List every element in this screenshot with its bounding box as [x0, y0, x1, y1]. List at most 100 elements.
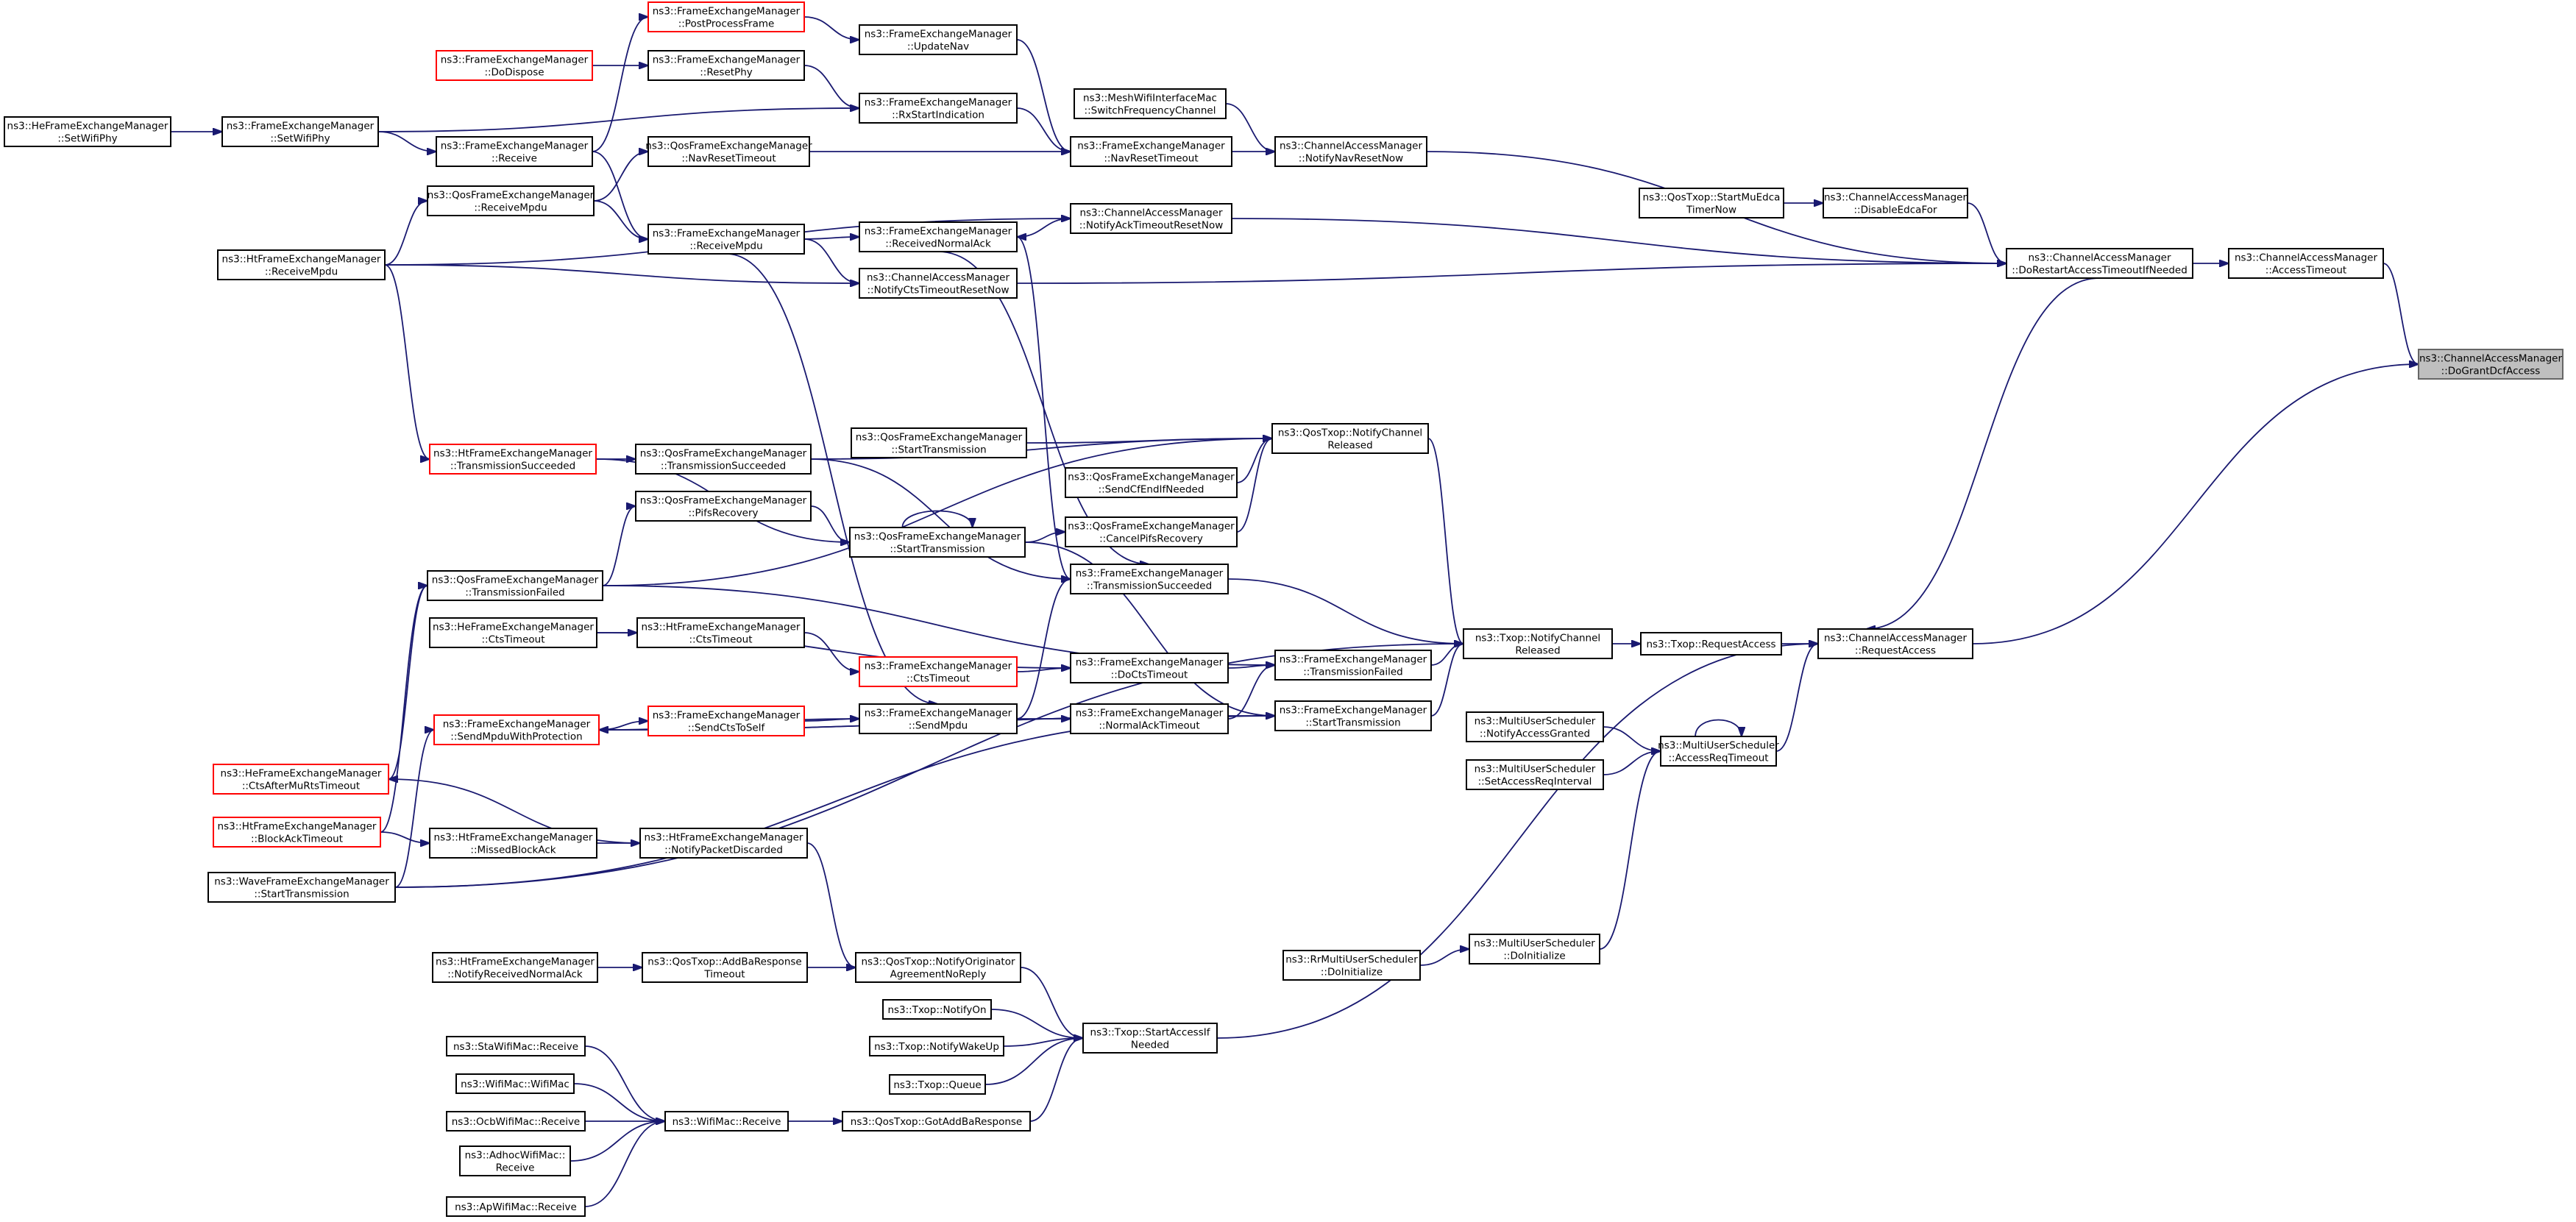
- function-node[interactable]: ns3::FrameExchangeManager::SendMpduWithP…: [433, 714, 600, 745]
- function-node[interactable]: ns3::FrameExchangeManager::UpdateNav: [859, 24, 1018, 55]
- function-node-label: ::NotifyAckTimeoutResetNow: [1079, 220, 1224, 232]
- function-node-label: ::SetWifiPhy: [270, 133, 330, 145]
- call-edge-line: [803, 238, 859, 283]
- function-node[interactable]: ns3::Txop::RequestAccess: [1640, 632, 1782, 656]
- function-node[interactable]: ns3::QosFrameExchangeManager::ReceiveMpd…: [427, 185, 595, 216]
- function-node-label: ns3::WifiMac::Receive: [673, 1116, 781, 1128]
- function-node[interactable]: ns3::HtFrameExchangeManager::Transmissio…: [429, 444, 597, 475]
- call-edge: [803, 632, 859, 672]
- function-node[interactable]: ns3::HtFrameExchangeManager::NotifyRecei…: [432, 952, 598, 983]
- function-node[interactable]: ns3::QosFrameExchangeManager::PifsRecove…: [635, 491, 812, 522]
- function-node-label: ns3::FrameExchangeManager: [1280, 705, 1427, 717]
- function-node[interactable]: ns3::ChannelAccessManager::NotifyCtsTime…: [859, 268, 1018, 299]
- function-node-label: ::CtsTimeout: [689, 634, 753, 646]
- function-node[interactable]: ns3::MeshWifiInterfaceMac::SwitchFrequen…: [1074, 88, 1227, 119]
- function-node[interactable]: ns3::FrameExchangeManager::DoCtsTimeout: [1070, 653, 1229, 683]
- call-edge: [377, 131, 436, 152]
- function-node[interactable]: ns3::Txop::NotifyOn: [882, 999, 992, 1020]
- function-node[interactable]: ns3::HeFrameExchangeManager::CtsAfterMuR…: [213, 764, 389, 795]
- function-node[interactable]: ns3::FrameExchangeManager::ResetPhy: [647, 50, 805, 81]
- function-node[interactable]: ns3::Txop::NotifyWakeUp: [869, 1036, 1004, 1056]
- function-node[interactable]: ns3::FrameExchangeManager::PostProcessFr…: [647, 1, 805, 32]
- function-node[interactable]: ns3::ChannelAccessManager::DoRestartAcce…: [2006, 248, 2193, 279]
- function-node[interactable]: ns3::QosFrameExchangeManager::NavResetTi…: [645, 136, 812, 167]
- function-node[interactable]: ns3::QosTxop::GotAddBaResponse: [842, 1111, 1031, 1132]
- function-node[interactable]: ns3::ChannelAccessManager::RequestAccess: [1817, 628, 1973, 659]
- function-node[interactable]: ns3::ChannelAccessManager::DoGrantDcfAcc…: [2418, 349, 2563, 380]
- function-node[interactable]: ns3::MultiUserScheduler::NotifyAccessGra…: [1466, 711, 1604, 742]
- function-node-label: ns3::MultiUserScheduler: [1474, 938, 1595, 950]
- call-edge-line: [584, 1045, 665, 1121]
- function-node[interactable]: ns3::ChannelAccessManager::DisableEdcaFo…: [1823, 188, 1968, 219]
- function-node[interactable]: ns3::ChannelAccessManager::NotifyAckTime…: [1070, 203, 1232, 234]
- function-node[interactable]: ns3::FrameExchangeManager::SendCtsToSelf: [647, 706, 805, 736]
- function-node[interactable]: ns3::QosFrameExchangeManager::StartTrans…: [851, 427, 1027, 458]
- function-node[interactable]: ns3::FrameExchangeManager::RxStartIndica…: [859, 93, 1018, 124]
- function-node[interactable]: ns3::ChannelAccessManager::NotifyNavRese…: [1274, 136, 1427, 167]
- function-node[interactable]: ns3::HtFrameExchangeManager::BlockAckTim…: [213, 817, 381, 848]
- function-node[interactable]: ns3::QosFrameExchangeManager::StartTrans…: [849, 527, 1026, 558]
- function-node[interactable]: ns3::QosFrameExchangeManager::Transmissi…: [427, 570, 603, 601]
- function-node-label: ns3::FrameExchangeManager: [865, 708, 1012, 720]
- function-node[interactable]: ns3::QosTxop::NotifyOriginatorAgreementN…: [855, 952, 1021, 983]
- function-node[interactable]: ns3::FrameExchangeManager::SetWifiPhy: [221, 116, 379, 147]
- function-node[interactable]: ns3::ApWifiMac::Receive: [446, 1196, 586, 1217]
- function-node[interactable]: ns3::MultiUserScheduler::DoInitialize: [1469, 934, 1600, 965]
- function-node-label: Needed: [1131, 1040, 1169, 1051]
- function-node[interactable]: ns3::StaWifiMac::Receive: [446, 1036, 586, 1056]
- function-node[interactable]: ns3::FrameExchangeManager::NavResetTimeo…: [1070, 136, 1232, 167]
- function-node-box: [1070, 203, 1232, 234]
- function-node[interactable]: ns3::FrameExchangeManager::Receive: [436, 136, 593, 167]
- function-node[interactable]: ns3::FrameExchangeManager::TransmissionS…: [1070, 564, 1229, 594]
- call-edge: [1227, 578, 1463, 644]
- function-node-label: ns3::FrameExchangeManager: [865, 661, 1012, 672]
- function-node[interactable]: ns3::FrameExchangeManager::NormalAckTime…: [1070, 703, 1229, 734]
- function-node[interactable]: ns3::FrameExchangeManager::ReceiveMpdu: [647, 224, 805, 255]
- call-edge: [593, 200, 648, 239]
- function-node[interactable]: ns3::MultiUserScheduler::SetAccessReqInt…: [1466, 759, 1604, 790]
- function-node[interactable]: ns3::FrameExchangeManager::CtsTimeout: [859, 656, 1018, 687]
- function-node[interactable]: ns3::QosFrameExchangeManager::SendCfEndI…: [1065, 467, 1238, 498]
- function-node[interactable]: ns3::HtFrameExchangeManager::MissedBlock…: [429, 828, 597, 859]
- call-edge: [1016, 39, 1071, 152]
- call-edge-line: [380, 831, 430, 843]
- function-node-box: [221, 116, 379, 147]
- function-node[interactable]: ns3::FrameExchangeManager::StartTransmis…: [1274, 700, 1432, 731]
- call-edge: [1016, 219, 1071, 238]
- function-node[interactable]: ns3::HtFrameExchangeManager::CtsTimeout: [636, 617, 805, 648]
- function-node[interactable]: ns3::MultiUserScheduler::AccessReqTimeou…: [1658, 736, 1779, 767]
- function-node-label: ::DoDispose: [484, 67, 544, 79]
- function-node-label: ::DoInitialize: [1503, 951, 1565, 962]
- function-node[interactable]: ns3::HtFrameExchangeManager::NotifyPacke…: [639, 828, 808, 859]
- function-node[interactable]: ns3::AdhocWifiMac::Receive: [459, 1145, 571, 1176]
- function-node[interactable]: ns3::FrameExchangeManager::SendMpdu: [859, 703, 1018, 734]
- function-node-label: ::StartTransmission: [1305, 717, 1400, 729]
- function-node[interactable]: ns3::HeFrameExchangeManager::SetWifiPhy: [4, 116, 171, 147]
- function-node[interactable]: ns3::FrameExchangeManager::DoDispose: [436, 50, 593, 81]
- function-node[interactable]: ns3::OcbWifiMac::Receive: [446, 1111, 586, 1132]
- function-node[interactable]: ns3::FrameExchangeManager::ReceivedNorma…: [859, 221, 1018, 252]
- function-node[interactable]: ns3::WaveFrameExchangeManager::StartTran…: [207, 872, 396, 903]
- function-node[interactable]: ns3::ChannelAccessManager::AccessTimeout: [2228, 248, 2384, 279]
- function-node-box: [869, 1036, 1004, 1056]
- function-node[interactable]: ns3::WifiMac::WifiMac: [455, 1073, 575, 1094]
- function-node[interactable]: ns3::HeFrameExchangeManager::CtsTimeout: [429, 617, 597, 648]
- function-node-label: ns3::HtFrameExchangeManager: [222, 254, 381, 266]
- function-node[interactable]: ns3::Txop::Queue: [889, 1074, 986, 1095]
- function-node[interactable]: ns3::QosFrameExchangeManager::CancelPifs…: [1065, 516, 1238, 547]
- function-node[interactable]: ns3::WifiMac::Receive: [664, 1111, 789, 1132]
- function-node[interactable]: ns3::QosFrameExchangeManager::Transmissi…: [635, 444, 812, 475]
- function-node-label: ns3::FrameExchangeManager: [653, 710, 801, 722]
- function-node[interactable]: ns3::RrMultiUserScheduler::DoInitialize: [1282, 950, 1421, 981]
- function-node-box: [859, 221, 1018, 252]
- function-node-label: ::NotifyNavResetNow: [1299, 153, 1403, 165]
- function-node-box: [217, 249, 386, 280]
- function-node[interactable]: ns3::HtFrameExchangeManager::ReceiveMpdu: [217, 249, 386, 280]
- call-edge: [1016, 579, 1071, 720]
- function-node[interactable]: ns3::FrameExchangeManager::TransmissionF…: [1274, 650, 1432, 681]
